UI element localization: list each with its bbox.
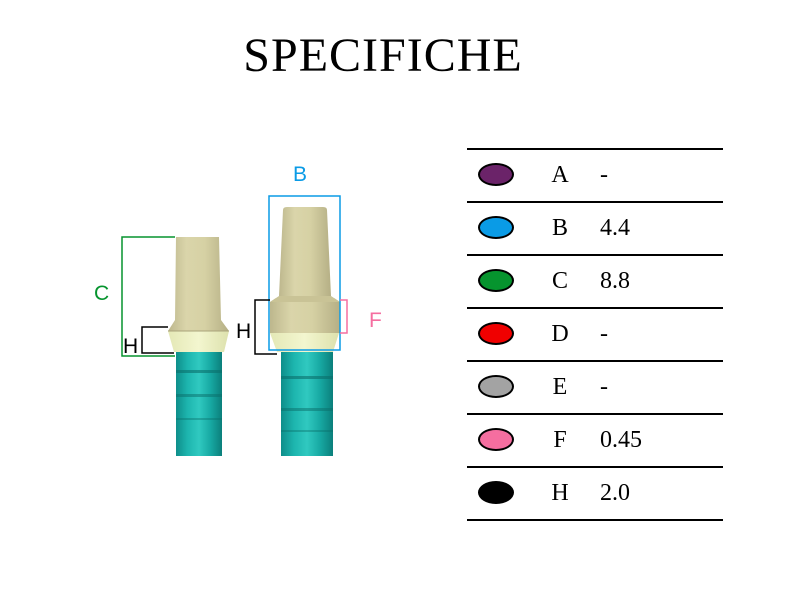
right-dimension-f xyxy=(340,299,348,334)
spec-row-d: D - xyxy=(467,307,723,360)
spec-letter: F xyxy=(553,427,567,453)
spec-letter: D xyxy=(551,321,569,347)
spec-row-a: A - xyxy=(467,148,723,201)
left-dimension-h xyxy=(141,326,174,354)
left-c-label: C xyxy=(94,282,109,305)
spec-row-h: H 2.0 xyxy=(467,466,723,521)
spec-letter: H xyxy=(551,480,569,506)
spec-value: - xyxy=(600,162,608,188)
right-b-label: B xyxy=(293,163,307,186)
spec-value: 8.8 xyxy=(600,268,630,294)
right-f-label: F xyxy=(369,309,382,332)
color-swatch-icon xyxy=(478,216,514,239)
spec-row-f: F 0.45 xyxy=(467,413,723,466)
spec-row-b: B 4.4 xyxy=(467,201,723,254)
page-title: SPECIFICHE xyxy=(243,29,523,82)
color-swatch-icon xyxy=(478,322,514,345)
left-abutment xyxy=(168,237,229,456)
abutment-diagram: C H B H F xyxy=(94,163,382,456)
color-swatch-icon xyxy=(478,481,514,504)
spec-value: 4.4 xyxy=(600,215,630,241)
spec-letter: E xyxy=(552,374,568,400)
color-swatch-icon xyxy=(478,375,514,398)
color-swatch-icon xyxy=(478,269,514,292)
color-swatch-icon xyxy=(478,428,514,451)
right-dimension-b xyxy=(268,195,341,351)
right-abutment xyxy=(270,207,340,456)
spec-value: 2.0 xyxy=(600,480,630,506)
right-h-label: H xyxy=(236,320,251,343)
spec-row-e: E - xyxy=(467,360,723,413)
spec-value: - xyxy=(600,321,608,347)
color-swatch-icon xyxy=(478,163,514,186)
right-dimension-h xyxy=(254,299,277,355)
left-h-label: H xyxy=(123,335,138,358)
spec-letter: B xyxy=(551,215,568,241)
spec-letter: A xyxy=(551,162,569,188)
spec-letter: C xyxy=(551,268,568,294)
left-dimension-c xyxy=(121,236,175,357)
spec-value: 0.45 xyxy=(600,427,642,453)
spec-row-c: C 8.8 xyxy=(467,254,723,307)
spec-table: A - B 4.4 C 8.8 D - E - F 0.45 H 2.0 xyxy=(467,148,723,521)
spec-value: - xyxy=(600,374,608,400)
